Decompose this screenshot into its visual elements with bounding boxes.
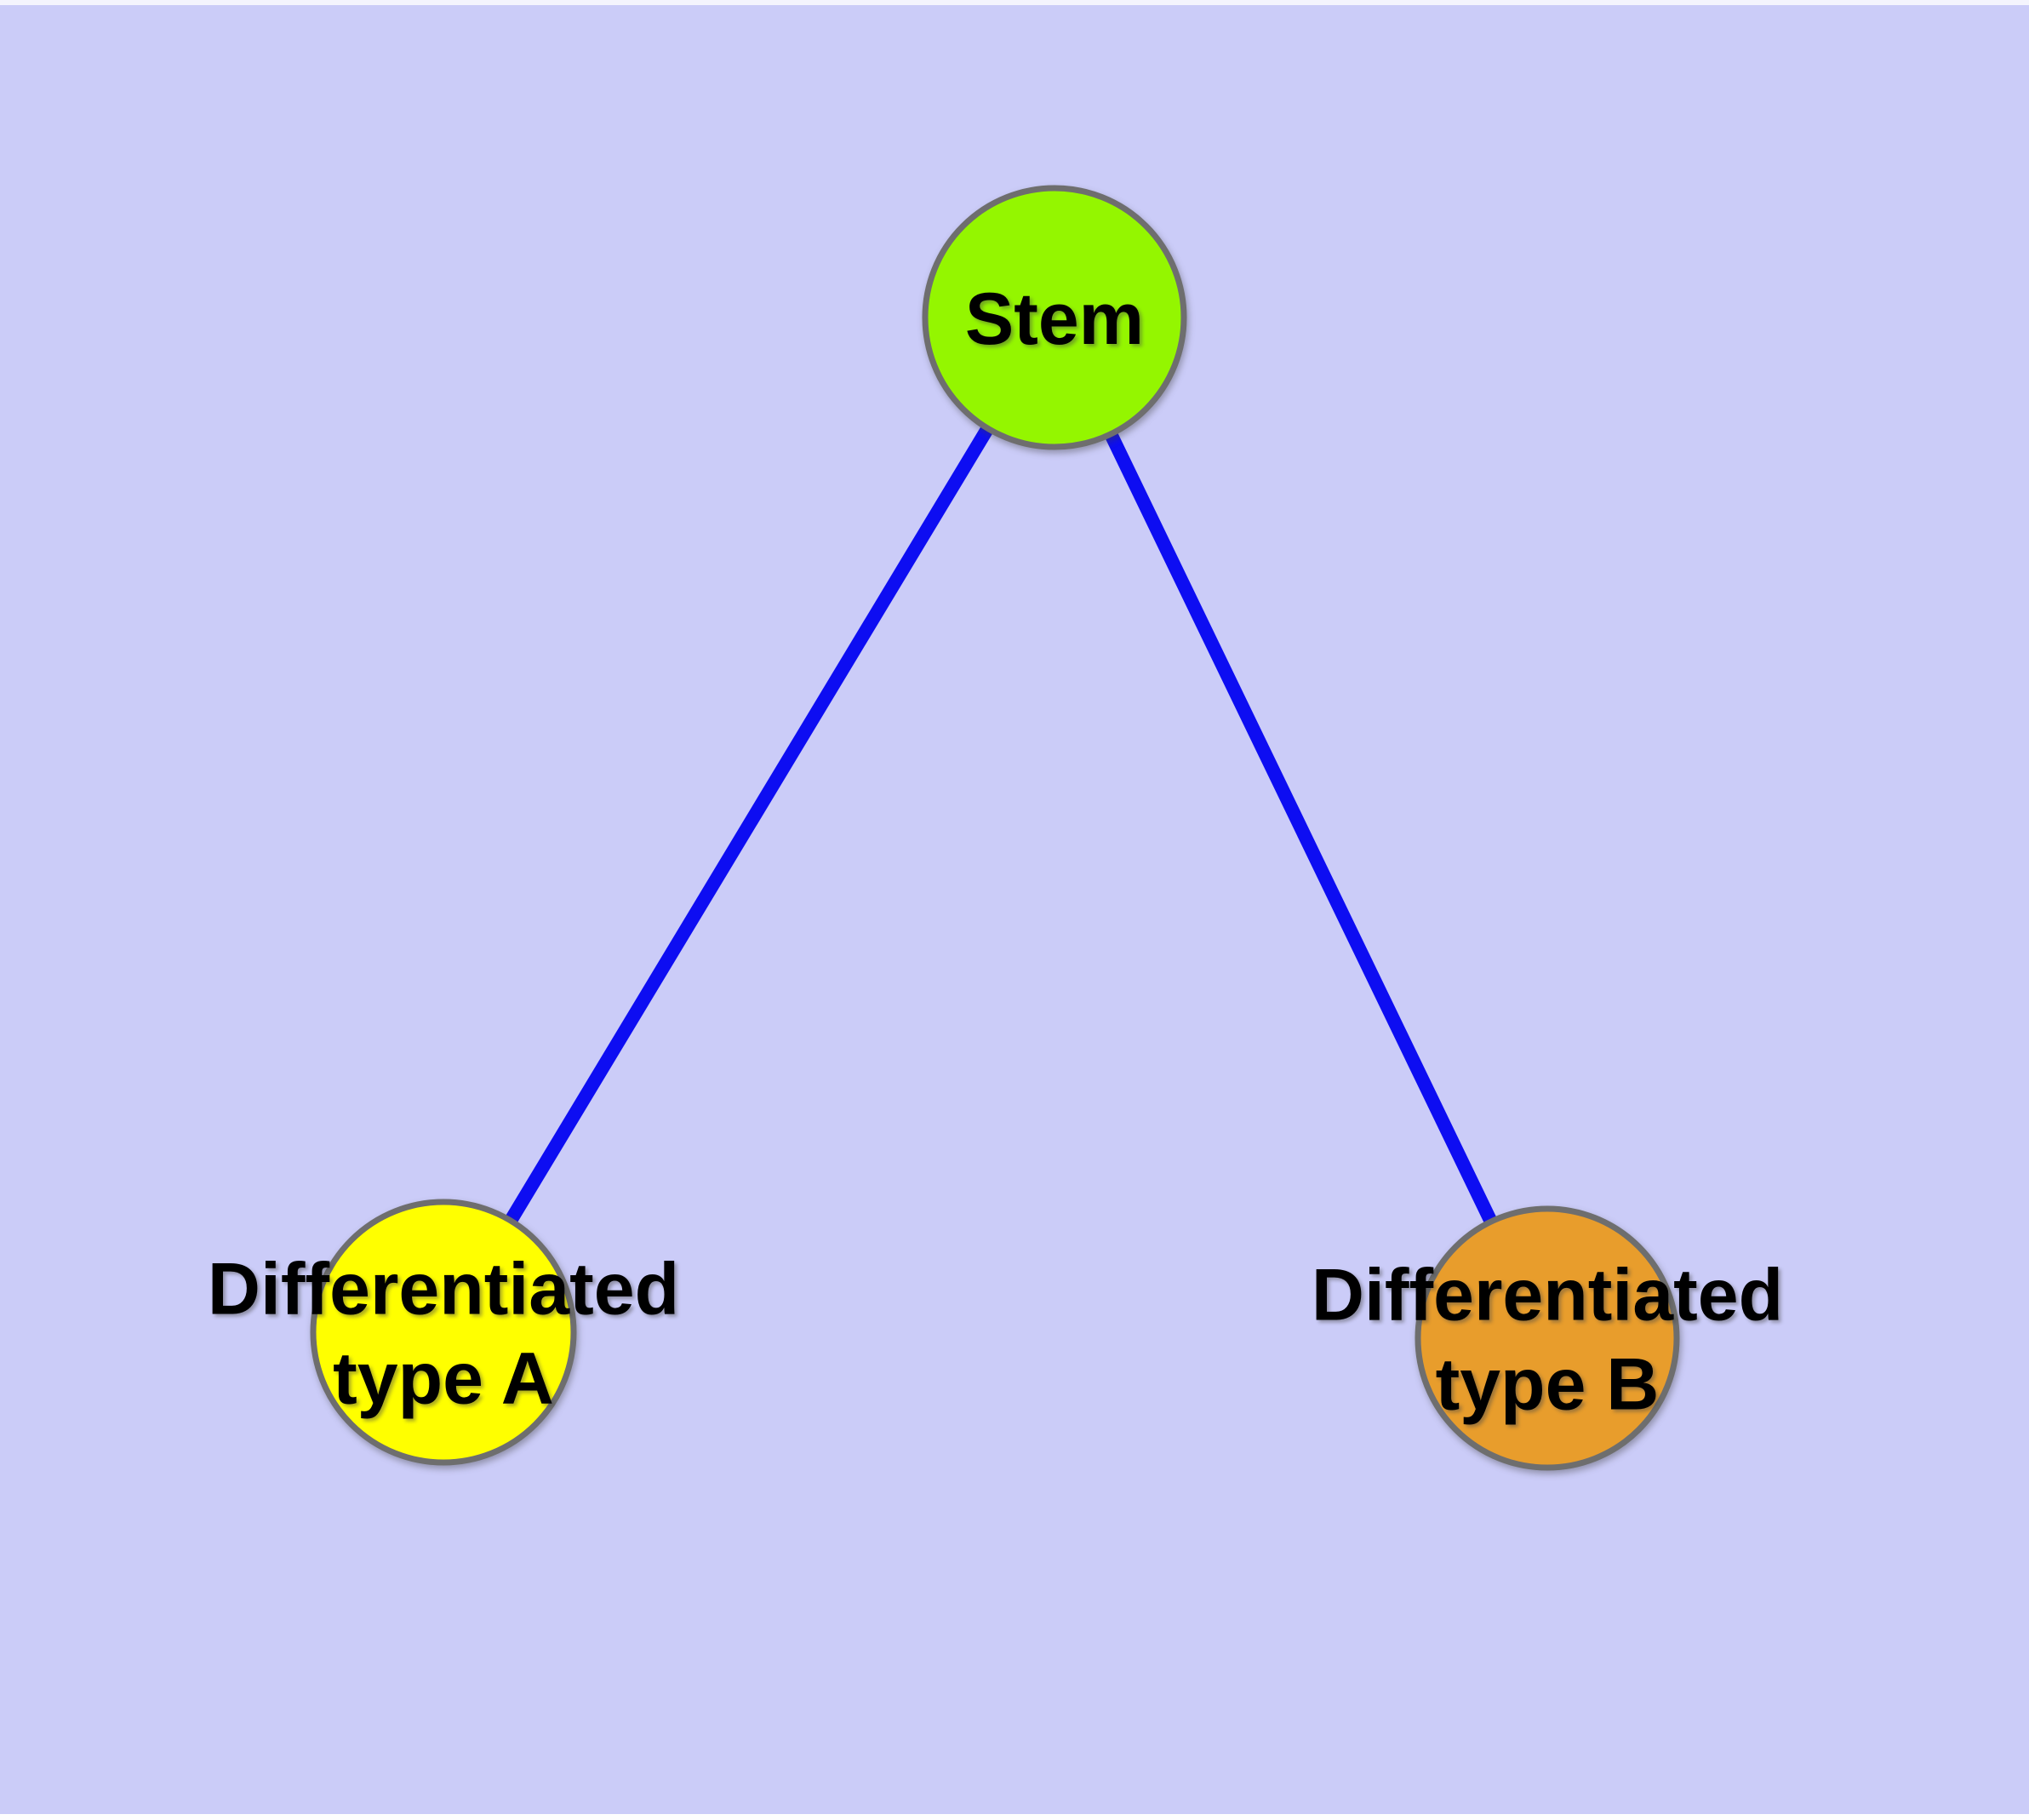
node-differentiated-type-a[interactable]: Differentiated type A [208, 1199, 679, 1466]
node-type-a-label-line1: Differentiated [208, 1248, 679, 1330]
window-top-edge [0, 0, 2029, 5]
node-type-a-label-line2: type A [333, 1337, 554, 1419]
node-stem[interactable]: Stem [922, 185, 1187, 450]
node-differentiated-type-b[interactable]: Differentiated type B [1312, 1205, 1783, 1471]
node-stem-circle[interactable] [922, 185, 1187, 450]
node-type-b-label-line2: type B [1436, 1343, 1660, 1425]
node-type-b-label-line1: Differentiated [1312, 1254, 1783, 1336]
node-stem-label: Stem [965, 278, 1144, 360]
node-type-a-circle[interactable] [310, 1199, 577, 1466]
window-bottom-edge [0, 1814, 2029, 1820]
edge-stem-to-type-b[interactable] [1048, 314, 1554, 1342]
edges-layer [437, 313, 1554, 1342]
node-type-b-circle[interactable] [1415, 1205, 1680, 1471]
edge-stem-to-type-a[interactable] [437, 313, 1060, 1336]
